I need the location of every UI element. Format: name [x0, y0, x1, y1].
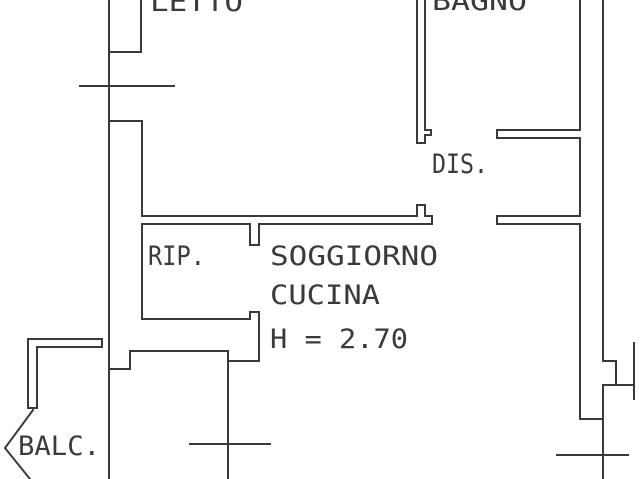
walls [3, 0, 635, 479]
room-label-bagno: BAGNO [432, 0, 527, 17]
bagno-wall [416, 0, 432, 144]
soggiorno-wall-outer [109, 120, 433, 362]
room-labels: LETTO BAGNO DIS. RIP. SOGGIORNO CUCINA H… [18, 0, 527, 462]
cucina-wall [109, 350, 229, 479]
ceiling-height-label: H = 2.70 [270, 324, 408, 355]
balcony-outer [27, 338, 103, 409]
room-label-cucina: CUCINA [270, 280, 380, 311]
letto-wall [109, 0, 142, 53]
room-label-balc: BALC. [18, 431, 100, 462]
bagno-right-wall [496, 0, 604, 420]
room-label-soggiorno: SOGGIORNO [270, 241, 438, 272]
outer-wall-right [602, 0, 617, 479]
room-label-letto: LETTO [150, 0, 243, 18]
room-label-dis: DIS. [432, 149, 488, 180]
balcony-edge [3, 408, 35, 479]
room-label-rip: RIP. [148, 241, 205, 272]
